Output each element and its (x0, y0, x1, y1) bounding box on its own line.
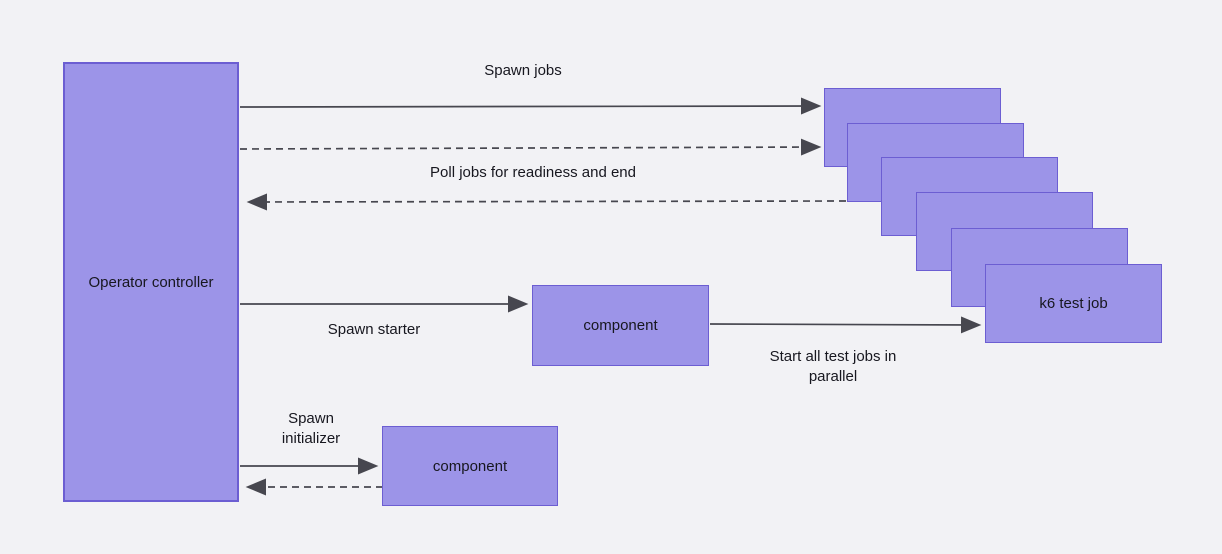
node-initializer-component: component (382, 426, 558, 506)
node-starter-component: component (532, 285, 709, 366)
spawn-jobs-arrow (239, 97, 822, 115)
edge-label-start-all-test-jobs: Start all test jobs in parallel (769, 348, 897, 385)
edge-label-spawn-initializer: Spawn initializer (281, 410, 341, 447)
edge-label-poll-jobs: Poll jobs for readiness and end (430, 164, 636, 181)
node-operator-controller-label: Operator controller (88, 273, 214, 291)
node-operator-controller: Operator controller (63, 62, 239, 502)
poll-jobs-response-arrow (246, 193, 847, 211)
edge-label-spawn-starter: Spawn starter (327, 321, 421, 338)
node-k6-test-job-label: k6 test job (1039, 295, 1108, 312)
poll-jobs-request-arrow (239, 138, 822, 156)
node-initializer-component-label: component (432, 457, 508, 475)
node-starter-component-label: component (583, 317, 658, 334)
node-k6-test-job: k6 test job (985, 264, 1162, 343)
start-all-test-jobs-arrow (709, 316, 982, 334)
edge-label-spawn-jobs: Spawn jobs (484, 62, 562, 79)
